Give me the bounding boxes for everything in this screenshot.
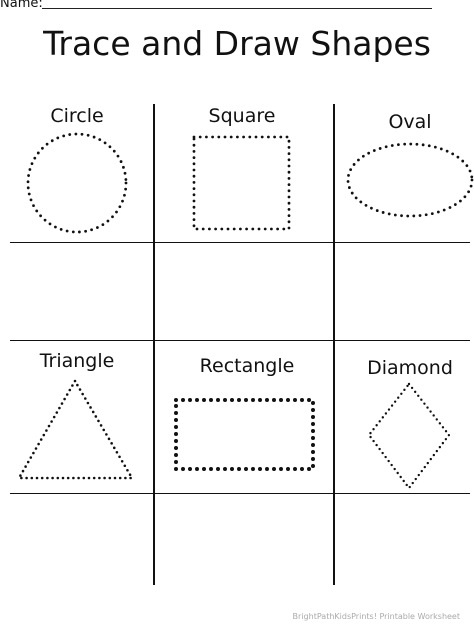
shape-label-rectangle: Rectangle xyxy=(199,355,295,377)
shape-label-circle: Circle xyxy=(50,105,104,127)
name-label: Name: xyxy=(0,0,43,11)
diamond-icon[interactable] xyxy=(367,382,451,490)
page-title: Trace and Draw Shapes xyxy=(43,24,431,63)
grid-divider-vertical-right xyxy=(333,104,335,585)
grid-divider-row3 xyxy=(10,493,470,494)
footer-credit: BrightPathKidsPrints! Printable Workshee… xyxy=(292,612,460,621)
rectangle-icon[interactable] xyxy=(174,398,315,471)
square-icon[interactable] xyxy=(192,135,291,231)
shape-label-diamond: Diamond xyxy=(367,357,453,379)
triangle-icon[interactable] xyxy=(17,379,134,480)
oval-icon[interactable] xyxy=(346,142,474,218)
grid-divider-vertical-left xyxy=(153,104,155,585)
shape-label-square: Square xyxy=(208,105,276,127)
name-line[interactable] xyxy=(42,8,432,9)
shape-label-oval: Oval xyxy=(388,111,432,133)
grid-divider-row1 xyxy=(10,242,470,243)
grid-divider-row2 xyxy=(10,340,470,341)
shape-label-triangle: Triangle xyxy=(39,350,115,372)
circle-icon[interactable] xyxy=(26,132,128,234)
